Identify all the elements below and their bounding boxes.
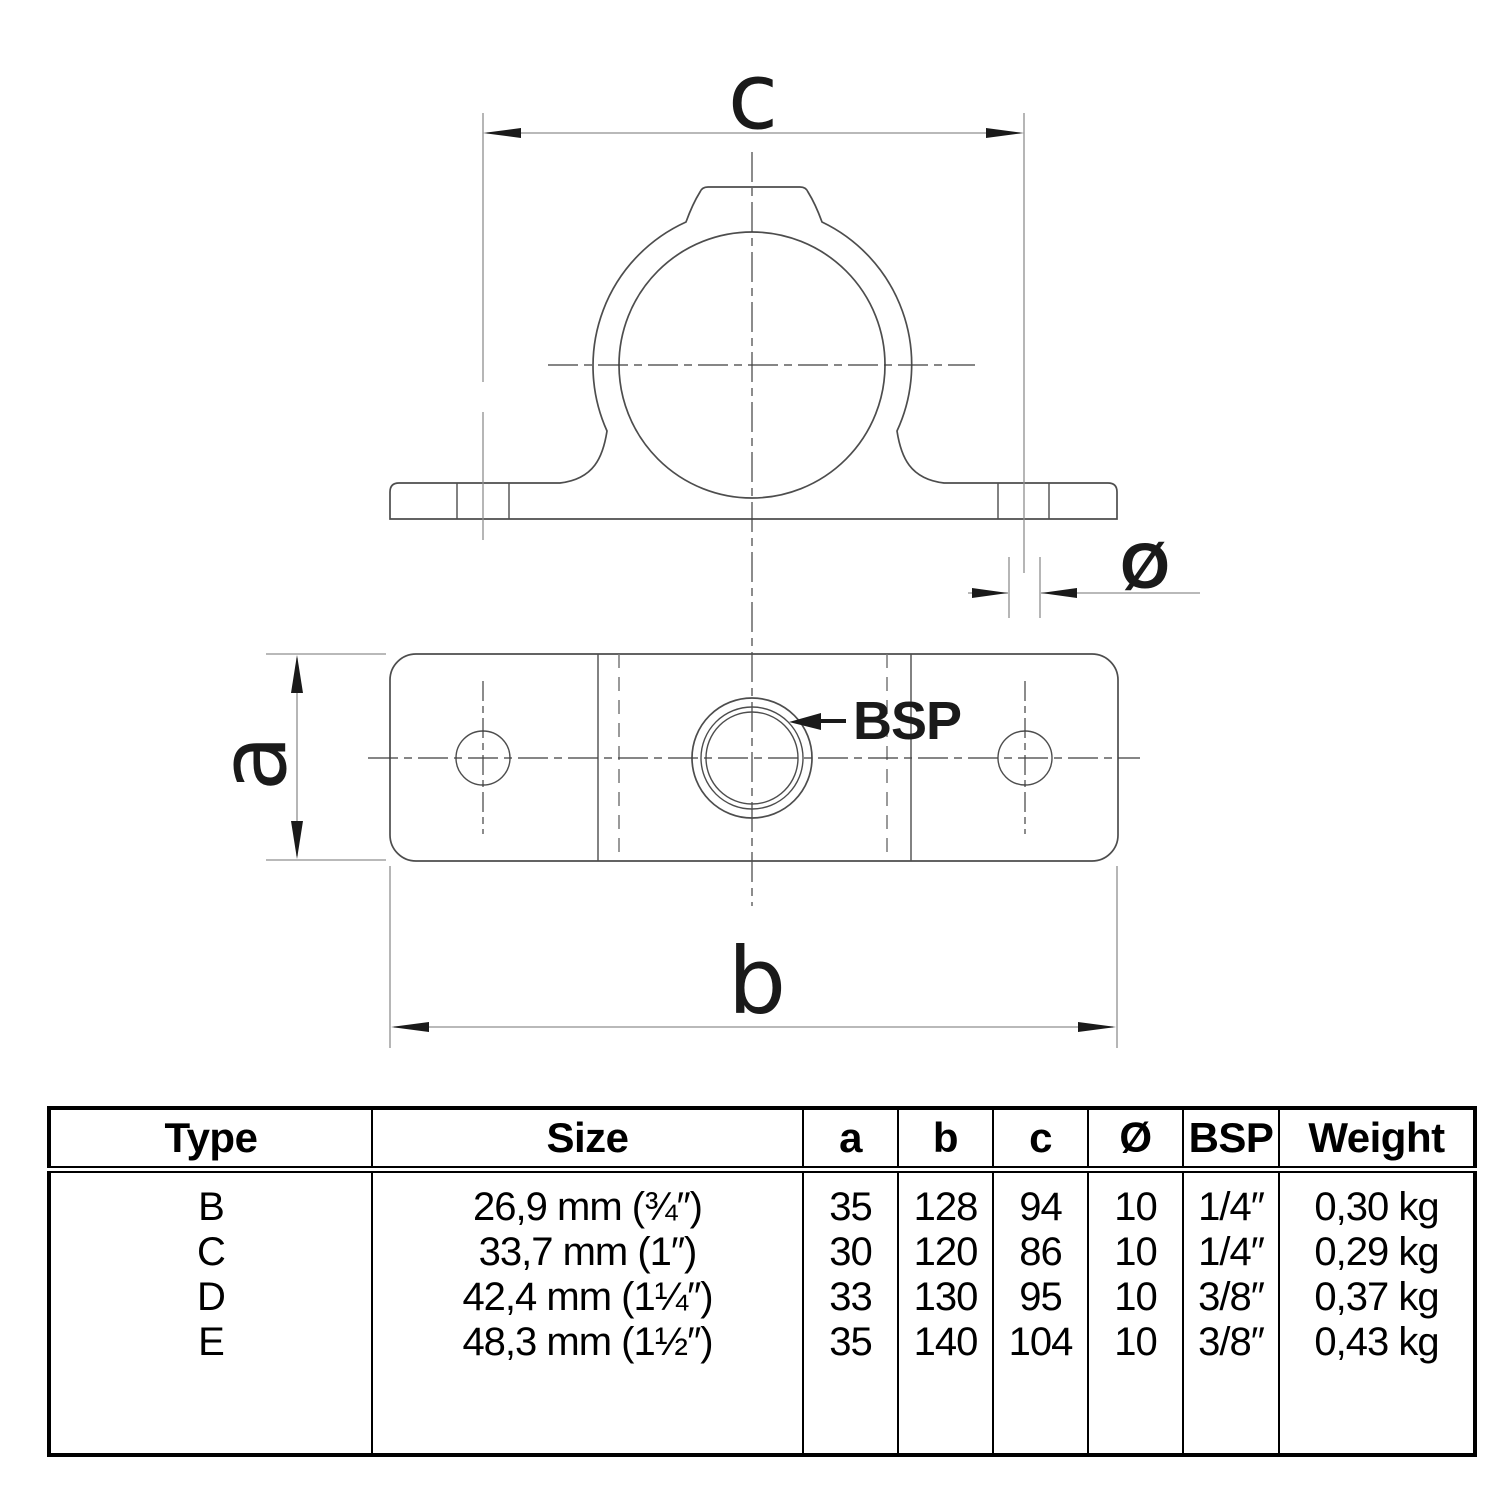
cell-a: 35 [802, 1169, 898, 1230]
dimension-diameter: Ø [968, 530, 1200, 618]
filler-cell [49, 1365, 372, 1455]
cell-c: 94 [992, 1169, 1088, 1230]
spec-table: Type Size a b c Ø BSP Weight B 26,9 mm (… [47, 1106, 1477, 1457]
plan-view [368, 653, 1140, 862]
filler-cell [1087, 1365, 1183, 1455]
dim-a-extension-lines [266, 653, 386, 861]
dim-c-arrow-right [986, 128, 1024, 138]
filler-cell [1182, 1365, 1279, 1455]
cell-type: D [197, 1275, 226, 1319]
cell-c: 104 [992, 1320, 1088, 1365]
header-diameter: Ø [1087, 1108, 1183, 1173]
cell-size: 42,4 mm (1¼″) [371, 1275, 803, 1320]
dim-b-arrow-right [1078, 1022, 1116, 1032]
spec-table-container: Type Size a b c Ø BSP Weight B 26,9 mm (… [47, 1106, 1477, 1457]
dimension-c: c [482, 43, 1025, 573]
dim-diameter-arrow-right [1041, 588, 1077, 598]
filler-cell [1278, 1365, 1475, 1455]
clamp-body-outline [389, 186, 1118, 520]
header-b: b [897, 1108, 993, 1173]
header-type: Type [49, 1108, 372, 1173]
cell-type: C [197, 1230, 226, 1274]
dim-c-extension-lines [482, 113, 1025, 573]
table-row-type-c: C 33,7 mm (1″) 30 120 86 10 1/4″ 0,29 kg [49, 1230, 1475, 1275]
filler-cell [371, 1365, 803, 1455]
cell-size: 48,3 mm (1½″) [371, 1320, 803, 1365]
bsp-hole-thread [700, 706, 804, 810]
cell-weight: 0,37 kg [1278, 1275, 1475, 1320]
cell-size: 33,7 mm (1″) [371, 1230, 803, 1275]
cell-bsp: 1/4″ [1182, 1169, 1279, 1230]
filler-cell [992, 1365, 1088, 1455]
table-row-type-e: E 48,3 mm (1½″) 35 140 104 10 3/8″ 0,43 … [49, 1320, 1475, 1365]
cell-weight: 0,43 kg [1278, 1320, 1475, 1365]
cell-type: B [198, 1185, 225, 1229]
dim-b-label: b [728, 928, 786, 1035]
cell-diameter: 10 [1087, 1230, 1183, 1275]
cell-a: 35 [802, 1320, 898, 1365]
table-filler-row [49, 1365, 1475, 1455]
filler-cell [802, 1365, 898, 1455]
dimension-b: b [389, 866, 1118, 1048]
table-row-type-b: B 26,9 mm (¾″) 35 128 94 10 1/4″ 0,30 kg [49, 1169, 1475, 1230]
cell-b: 140 [897, 1320, 993, 1365]
cell-size: 26,9 mm (¾″) [371, 1169, 803, 1230]
dim-diameter-extension-lines [1008, 557, 1041, 618]
bsp-callout: BSP [789, 691, 962, 751]
dim-a-label: a [200, 735, 307, 791]
header-bsp: BSP [1182, 1108, 1279, 1173]
cell-c: 95 [992, 1275, 1088, 1320]
table-row-type-d: D 42,4 mm (1¼″) 33 130 95 10 3/8″ 0,37 k… [49, 1275, 1475, 1320]
cell-diameter: 10 [1087, 1275, 1183, 1320]
filler-cell [897, 1365, 993, 1455]
dim-c-label: c [728, 43, 779, 150]
dim-a-arrow-bottom [291, 821, 303, 859]
dim-a-arrow-top [291, 655, 303, 693]
flange-hole-lines [456, 483, 1050, 519]
cell-c: 86 [992, 1230, 1088, 1275]
dim-diameter-label: Ø [1120, 530, 1170, 602]
header-c: c [992, 1108, 1088, 1173]
dim-b-arrow-left [391, 1022, 429, 1032]
cell-diameter: 10 [1087, 1169, 1183, 1230]
bsp-label: BSP [853, 691, 961, 751]
cell-bsp: 3/8″ [1182, 1275, 1279, 1320]
cell-bsp: 1/4″ [1182, 1230, 1279, 1275]
cell-b: 130 [897, 1275, 993, 1320]
cell-weight: 0,29 kg [1278, 1230, 1475, 1275]
cell-a: 33 [802, 1275, 898, 1320]
front-view [389, 152, 1118, 906]
cell-diameter: 10 [1087, 1320, 1183, 1365]
dim-c-arrow-left [483, 128, 521, 138]
header-weight: Weight [1278, 1108, 1475, 1173]
dim-diameter-arrow-left [972, 588, 1008, 598]
dim-b-extension-lines [389, 866, 1118, 1048]
cell-b: 128 [897, 1169, 993, 1230]
cell-weight: 0,30 kg [1278, 1169, 1475, 1230]
header-size: Size [371, 1108, 803, 1173]
cell-a: 30 [802, 1230, 898, 1275]
cell-type: E [198, 1320, 225, 1364]
spec-table-header-row: Type Size a b c Ø BSP Weight [49, 1108, 1475, 1173]
header-a: a [802, 1108, 898, 1173]
dimension-a: a [200, 653, 386, 861]
bsp-arrow-head [789, 713, 821, 730]
cell-b: 120 [897, 1230, 993, 1275]
cell-bsp: 3/8″ [1182, 1320, 1279, 1365]
